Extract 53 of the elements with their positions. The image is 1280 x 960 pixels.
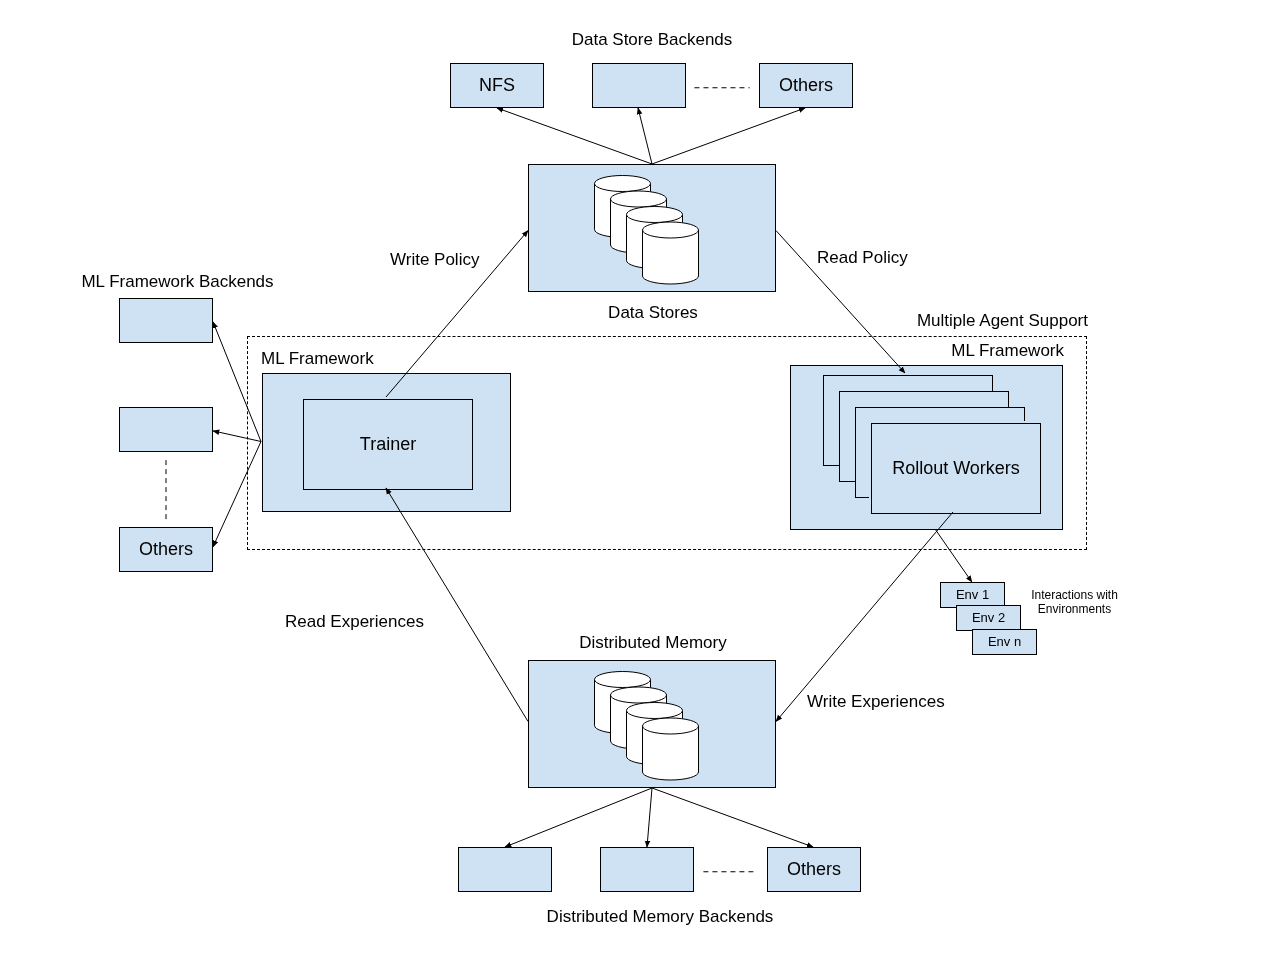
process-box — [759, 63, 853, 108]
box-label: NFS — [479, 75, 515, 96]
arrow — [775, 511, 954, 722]
arrow — [775, 230, 906, 374]
process-box — [600, 847, 694, 892]
arrow — [651, 107, 806, 165]
process-box — [303, 399, 473, 490]
process-box — [458, 847, 552, 892]
arrow — [496, 107, 653, 165]
process-box — [592, 63, 686, 108]
process-box — [119, 298, 213, 343]
process-box — [956, 605, 1021, 631]
dashed-connector — [693, 87, 751, 89]
stacked-cards — [823, 375, 1044, 517]
process-box — [119, 407, 213, 452]
box-heading: Multiple Agent Support — [915, 311, 1088, 331]
edge-label: Write Experiences — [807, 692, 945, 713]
process-box — [450, 63, 544, 108]
box-heading: ML Framework — [950, 341, 1064, 361]
arrow — [636, 107, 653, 165]
caption-text: Distributed Memory Backends — [545, 907, 775, 928]
arrow — [385, 230, 529, 398]
process-box — [119, 527, 213, 572]
box-label: Env 1 — [955, 587, 990, 603]
process-box — [940, 582, 1005, 608]
process-box — [767, 847, 861, 892]
edge-label: Read Policy — [817, 248, 908, 269]
process-box — [972, 629, 1037, 655]
caption-text: Interactions with Environments — [1030, 588, 1119, 617]
box-label: Others — [787, 859, 841, 880]
edge-label: Read Experiences — [285, 612, 424, 633]
arrow — [644, 787, 653, 848]
box-label: Env 2 — [971, 610, 1006, 626]
arrow — [504, 787, 653, 848]
box-label: Trainer — [359, 434, 417, 455]
process-box — [871, 423, 1041, 514]
caption-text: ML Framework Backends — [80, 272, 275, 293]
box-label: Env n — [987, 634, 1022, 650]
caption-text: Data Store Backends — [570, 30, 734, 51]
box-heading: ML Framework — [261, 349, 375, 369]
box-label: Others — [139, 539, 193, 560]
arrow — [934, 528, 973, 583]
box-label: Others — [779, 75, 833, 96]
arrow — [212, 441, 262, 548]
arrow — [212, 429, 262, 442]
dashed-connector — [165, 459, 167, 521]
box-heading: Distributed Memory — [578, 633, 728, 653]
arrow — [385, 487, 529, 722]
box-label: Rollout Workers — [892, 458, 1020, 479]
box-heading: Data Stores — [607, 303, 699, 323]
arrow — [212, 321, 262, 442]
arrow — [651, 787, 814, 848]
edge-label: Write Policy — [390, 250, 480, 271]
